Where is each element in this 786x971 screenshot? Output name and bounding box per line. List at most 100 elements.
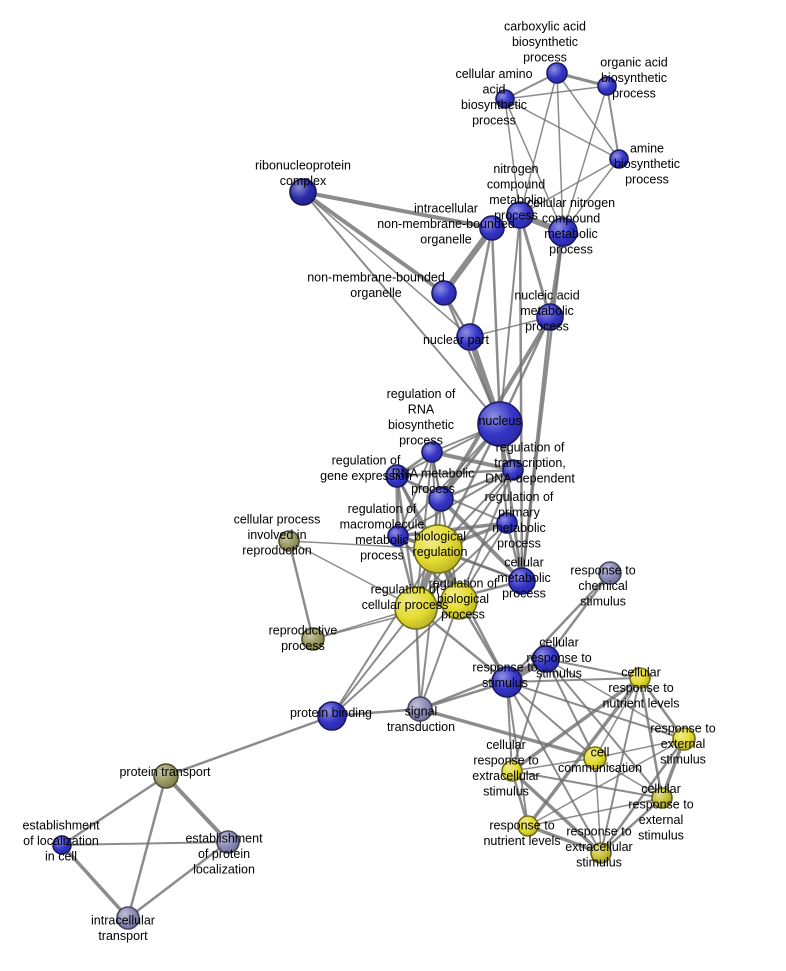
node-intracellular-transport[interactable] [116,906,140,930]
edge-nucleic-acid-metabolic-process--cellular-metabolic-process [520,315,552,583]
node-label-protein-binding: protein binding [290,706,372,720]
node-response-to-stimulus[interactable] [491,666,523,698]
node-amine-biosynthetic-process[interactable] [609,149,629,169]
node-non-membrane-bounded-organelle[interactable] [431,280,457,306]
node-regulation-of-biological-process[interactable] [440,582,478,620]
node-establishment-of-localization-in-cell[interactable] [52,835,72,855]
node-regulation-of-gene-expression[interactable] [385,464,409,488]
edge-intracellular-non-membrane-bounded-organelle--nucleus [490,226,502,426]
node-rna-metabolic-process[interactable] [428,486,454,512]
edge-cellular-response-to-extracellular-stimulus--response-to-extracellular-stimulus [510,769,603,855]
node-layer [52,62,696,930]
node-regulation-of-cellular-process[interactable] [394,586,438,630]
edge-establishment-of-localization-in-cell--intracellular-transport [60,843,130,920]
edge-regulation-of-biological-process--protein-binding [331,600,460,717]
node-cellular-response-to-nutrient-levels[interactable] [629,667,651,689]
node-response-to-nutrient-levels[interactable] [517,815,539,837]
edge-intracellular-non-membrane-bounded-organelle--non-membrane-bounded-organelle [441,225,495,296]
edge-ribonucleoprotein-complex--intracellular-non-membrane-bounded-organelle [301,190,494,230]
node-cellular-amino-acid-biosynthetic-process[interactable] [495,89,515,109]
node-cellular-response-to-stimulus[interactable] [532,645,560,673]
edge-regulation-of-cellular-process--cellular-process-involved-in-reproduction [288,540,417,609]
node-cellular-process-involved-in-reproduction[interactable] [278,530,300,552]
edge-cellular-response-to-stimulus--response-to-external-stimulus [545,658,685,740]
node-cell-communication[interactable] [583,746,607,770]
node-organic-acid-biosynthetic-process[interactable] [597,76,617,96]
node-protein-binding[interactable] [317,701,347,731]
node-cellular-response-to-extracellular-stimulus[interactable] [501,760,523,782]
node-establishment-of-protein-localization[interactable] [216,830,240,854]
edge-response-to-stimulus--response-to-extracellular-stimulus [506,681,602,854]
edge-cellular-amino-acid-biosynthetic-process--cellular-nitrogen-compound-metabolic-process [504,98,564,233]
edge-regulation-of-rna-biosynthetic-process--regulation-of-transcription-dna-dependent [430,450,515,472]
edge-cellular-amino-acid-biosynthetic-process--nitrogen-compound-metabolic-process [504,98,521,216]
node-response-to-chemical-stimulus[interactable] [598,561,622,585]
node-nitrogen-compound-metabolic-process[interactable] [506,201,534,229]
node-protein-transport[interactable] [153,763,179,789]
edge-cellular-process-involved-in-reproduction--reproductive-process [287,539,315,641]
edge-cell-communication--cellular-response-to-extracellular-stimulus [511,757,596,772]
edge-cellular-response-to-nutrient-levels--cell-communication [594,677,641,759]
node-response-to-extracellular-stimulus[interactable] [590,842,612,864]
node-regulation-of-primary-metabolic-process[interactable] [496,512,518,534]
node-reproductive-process[interactable] [301,627,325,651]
node-response-to-external-stimulus[interactable] [672,727,696,751]
edge-protein-binding--protein-transport [164,714,334,778]
edge-response-to-external-stimulus--response-to-extracellular-stimulus [599,737,686,855]
node-nuclear-part[interactable] [456,323,484,351]
edge-cellular-response-to-stimulus--cell-communication [545,658,596,759]
edge-cell-communication--signal-transduction [418,707,597,760]
edge-nucleus--regulation-of-macromolecule-metabolic-process [397,423,501,537]
edge-cellular-response-to-stimulus--cellular-response-to-external-stimulus [545,658,663,799]
edge-cellular-response-to-extracellular-stimulus--cellular-response-to-external-stimulus [511,770,663,799]
node-cellular-nitrogen-compound-metabolic-process[interactable] [548,217,578,247]
node-cellular-metabolic-process[interactable] [508,567,536,595]
node-regulation-of-macromolecule-metabolic-process[interactable] [387,525,409,547]
edge-response-to-stimulus--cellular-response-to-nutrient-levels [506,677,641,683]
edge-establishment-of-localization-in-cell--establishment-of-protein-localization [61,841,229,846]
edge-protein-transport--intracellular-transport [126,774,168,920]
node-regulation-of-rna-biosynthetic-process[interactable] [421,441,443,463]
edge-regulation-of-biological-process--signal-transduction [419,600,460,710]
edge-carboxylic-acid-biosynthetic-process--nitrogen-compound-metabolic-process [519,72,558,216]
edge-response-to-extracellular-stimulus--cellular-response-to-external-stimulus [599,796,664,855]
edge-cell-communication--cellular-response-to-external-stimulus [594,757,663,799]
node-cellular-response-to-external-stimulus[interactable] [651,787,673,809]
node-biological-regulation[interactable] [413,524,463,574]
node-nucleus[interactable] [477,401,523,447]
edge-cellular-response-to-nutrient-levels--response-to-external-stimulus [638,676,686,741]
node-nucleic-acid-metabolic-process[interactable] [536,303,564,331]
node-regulation-of-transcription-dna-dependent[interactable] [502,459,524,481]
node-ribonucleoprotein-complex[interactable] [289,178,317,206]
node-signal-transduction[interactable] [407,696,433,722]
edge-carboxylic-acid-biosynthetic-process--amine-biosynthetic-process [556,72,620,160]
edge-protein-transport--establishment-of-localization-in-cell [60,774,168,847]
node-intracellular-non-membrane-bounded-organelle[interactable] [479,215,505,241]
edge-protein-transport--establishment-of-protein-localization [164,774,230,844]
edge-nitrogen-compound-metabolic-process--nucleus [499,214,521,425]
node-carboxylic-acid-biosynthetic-process[interactable] [546,62,568,84]
edge-ribonucleoprotein-complex--nuclear-part [302,191,471,338]
edge-regulation-of-transcription-dna-dependent--regulation-of-biological-process [458,469,514,602]
